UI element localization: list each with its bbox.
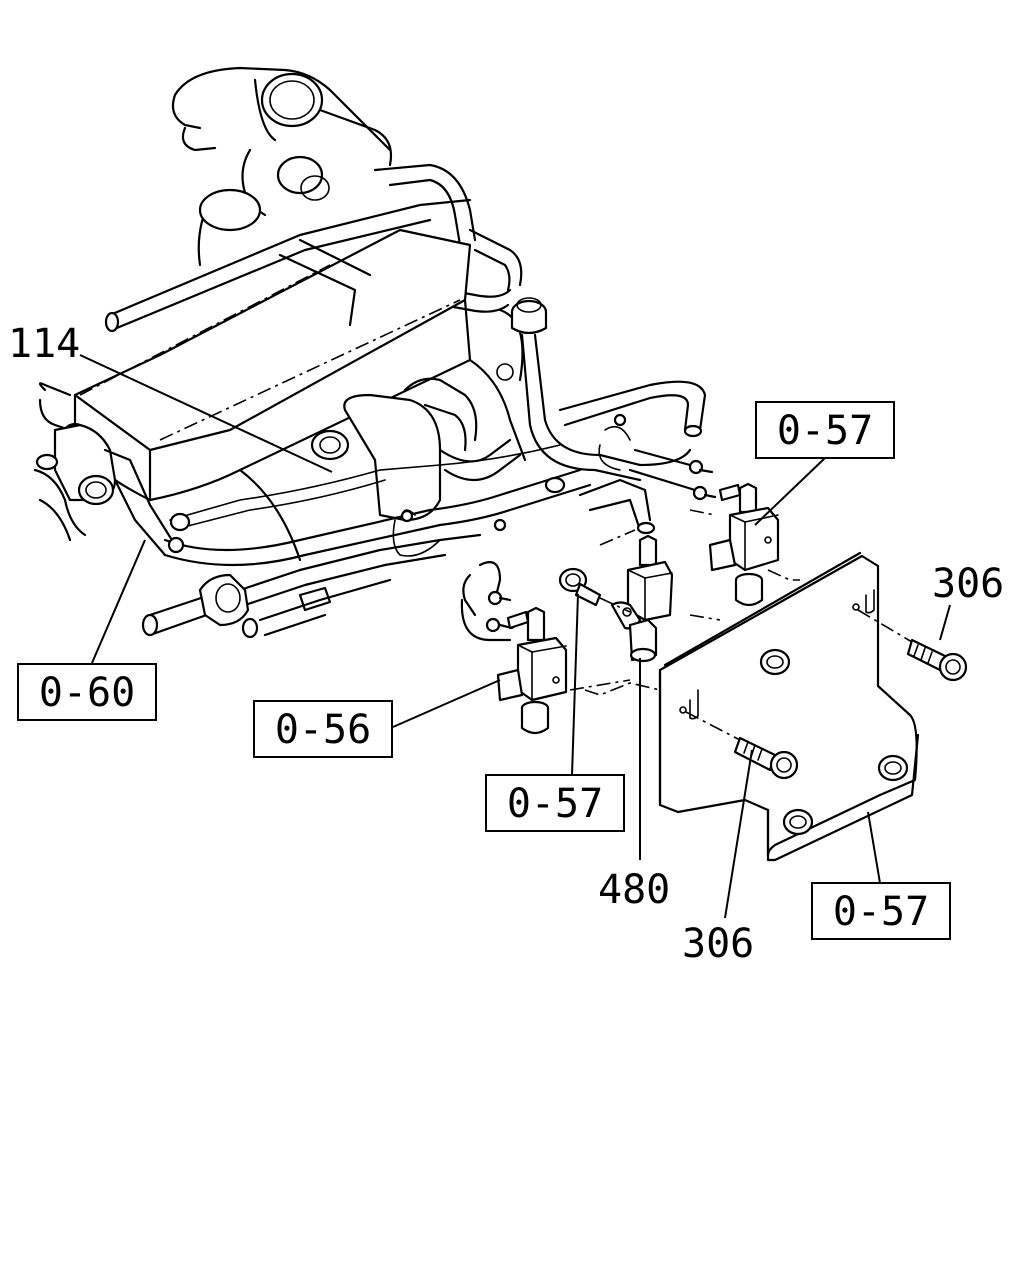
callout-114-text: 114 bbox=[8, 321, 80, 367]
callout-ref-057-top-text: 0-57 bbox=[777, 408, 873, 454]
bracket-nut-right bbox=[877, 754, 909, 782]
callout-ref-056[interactable]: 0-56 bbox=[253, 700, 393, 758]
callout-ref-056-text: 0-56 bbox=[275, 707, 371, 753]
callout-ref-060[interactable]: 0-60 bbox=[17, 663, 157, 721]
callout-ref-060-text: 0-60 bbox=[39, 670, 135, 716]
leader-lines bbox=[79, 354, 951, 919]
callout-306-right: 306 bbox=[932, 561, 1004, 607]
vacuum-solenoid-480 bbox=[558, 534, 674, 663]
callout-306-right-text: 306 bbox=[932, 561, 1004, 607]
callout-114: 114 bbox=[8, 321, 80, 367]
callout-ref-057-mid-text: 0-57 bbox=[507, 781, 603, 827]
callout-ref-057-mid[interactable]: 0-57 bbox=[485, 774, 625, 832]
callout-306-bottom-text: 306 bbox=[682, 921, 754, 967]
callout-ref-057-top[interactable]: 0-57 bbox=[755, 401, 895, 459]
callout-ref-057-bottom-text: 0-57 bbox=[833, 889, 929, 935]
bracket-nut-top bbox=[759, 648, 791, 676]
wire-harness bbox=[141, 413, 717, 642]
callout-480: 480 bbox=[598, 867, 670, 913]
bolt-306-bottom bbox=[685, 711, 799, 780]
bolt-306-right bbox=[857, 609, 968, 682]
callout-306-bottom: 306 bbox=[682, 921, 754, 967]
vacuum-solenoid-056 bbox=[496, 606, 568, 735]
bracket-nut-bottom bbox=[782, 808, 814, 836]
engine-assembly bbox=[33, 66, 707, 562]
mounting-bracket bbox=[569, 509, 920, 862]
callout-ref-057-bottom[interactable]: 0-57 bbox=[811, 882, 951, 940]
vacuum-solenoid-top bbox=[708, 482, 780, 607]
callout-480-text: 480 bbox=[598, 867, 670, 913]
